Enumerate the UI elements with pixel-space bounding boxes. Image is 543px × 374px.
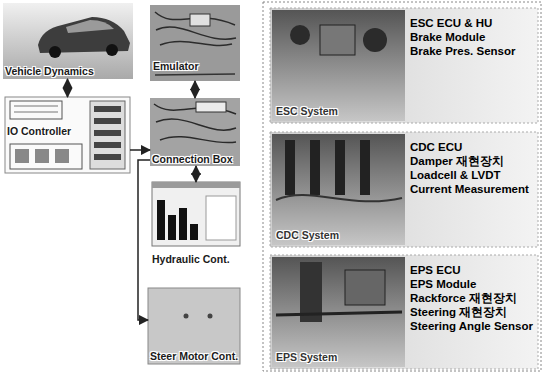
photo-part — [320, 25, 355, 55]
connector-arrow — [194, 81, 196, 98]
board-chip — [94, 142, 121, 148]
wire-bundle — [155, 12, 236, 45]
screen-gauge — [179, 208, 187, 240]
emulator-photo — [150, 5, 240, 81]
board-chip — [15, 149, 29, 163]
photo-part — [276, 312, 402, 315]
photo-part — [360, 140, 370, 195]
panel-item: CDC ECU — [410, 140, 534, 154]
connector-arrow — [138, 160, 150, 320]
photo-part — [335, 140, 345, 195]
photo-node: IO Controller — [5, 97, 130, 173]
car-wheel — [49, 46, 61, 58]
node-label: Connection Box — [152, 153, 233, 166]
panel-item: ESC ECU & HU — [410, 16, 534, 30]
board-chip — [94, 106, 121, 112]
car-photo — [3, 3, 133, 79]
panel-heading: CDC System — [276, 229, 339, 242]
panel-item: Steering Angle Sensor — [410, 319, 534, 333]
car-wheel — [106, 44, 118, 56]
connector-arrow — [130, 149, 150, 151]
steer-motor-photo — [148, 288, 240, 364]
item-list: CDC ECUDamper 재현장치Loadcell & LVDTCurrent… — [410, 140, 534, 196]
node-label: Emulator — [153, 60, 199, 73]
photo-part — [276, 195, 402, 201]
board-chip — [10, 144, 82, 169]
board-chip — [94, 154, 121, 160]
panel-item: Damper 재현장치 — [410, 154, 534, 168]
terminal-block — [196, 102, 226, 112]
panel-ground — [270, 132, 538, 247]
node-label: IO Controller — [7, 125, 71, 138]
board-chip — [55, 149, 69, 163]
connection-box-photo — [150, 98, 240, 166]
board-trace — [14, 112, 58, 113]
screen-panel — [206, 196, 236, 240]
emulator-board — [190, 14, 210, 26]
hydraulic-screen — [152, 182, 240, 246]
node-label: Vehicle Dynamics — [5, 65, 94, 78]
photo-ground — [272, 134, 405, 245]
board-chip — [94, 130, 121, 136]
panel-item: EPS ECU — [410, 263, 534, 277]
esc-panel — [270, 8, 538, 123]
case-screw — [208, 314, 213, 319]
system-panel: ESC System ESC ECU & HUBrake ModuleBrake … — [270, 8, 538, 123]
photo-part — [345, 270, 385, 305]
eps-panel — [270, 255, 538, 369]
car-window — [66, 20, 114, 33]
board-panel — [5, 97, 130, 173]
photo-node: Connection Box — [150, 98, 240, 166]
photo-node: Emulator — [150, 5, 240, 81]
screen-bar — [152, 182, 240, 188]
system-panel: CDC System CDC ECUDamper 재현장치Loadcell & L… — [270, 132, 538, 247]
connector-arrow — [195, 166, 197, 182]
photo-part — [290, 25, 310, 45]
panel-heading: EPS System — [276, 351, 337, 364]
photo-node: Hydraulic Cont. — [152, 182, 240, 266]
screen-gauge — [157, 200, 165, 240]
item-list: ESC ECU & HUBrake ModuleBrake Pres. Sens… — [410, 16, 534, 58]
photo-part — [285, 140, 295, 195]
photo-ground — [272, 10, 405, 121]
panel-item: Rackforce 재현장치 — [410, 291, 534, 305]
board-chip — [35, 149, 49, 163]
photo-ground — [150, 98, 240, 166]
panel-item: EPS Module — [410, 277, 534, 291]
panel-item: Brake Module — [410, 30, 534, 44]
board-strip — [90, 101, 125, 169]
item-list: EPS ECUEPS ModuleRackforce 재현장치Steering … — [410, 263, 534, 333]
photo-ground — [272, 257, 405, 367]
screen — [152, 182, 240, 246]
panel-heading: ESC System — [276, 105, 338, 118]
case-screw — [184, 314, 189, 319]
photo-part — [310, 140, 320, 195]
panel-item: Loadcell & LVDT — [410, 168, 534, 182]
io-board — [5, 97, 130, 173]
panel-item: Current Measurement — [410, 182, 534, 196]
screen-gauge — [168, 215, 176, 240]
board-chip — [10, 101, 62, 119]
photo-ground — [3, 3, 133, 79]
wire-bundle — [155, 74, 235, 75]
photo-ground — [150, 5, 240, 81]
panel-item: Brake Pres. Sensor — [410, 44, 534, 58]
photo-node: Vehicle Dynamics — [3, 3, 133, 79]
screen-gauge — [190, 224, 198, 240]
panel-ground — [270, 255, 538, 369]
board-chip — [94, 118, 121, 124]
photo-node: Steer Motor Cont. — [148, 288, 241, 364]
cdc-panel — [270, 132, 538, 247]
controller-case — [148, 288, 240, 364]
group-outline — [263, 2, 541, 371]
panel-ground — [270, 8, 538, 123]
connector-arrow — [67, 79, 69, 97]
panel-item: Steering 재현장치 — [410, 305, 534, 319]
photo-part — [363, 28, 387, 52]
node-label: Steer Motor Cont. — [150, 350, 238, 363]
board-trace — [14, 106, 58, 107]
system-panel: EPS System EPS ECUEPS ModuleRackforce 재현장… — [270, 255, 538, 369]
node-label: Hydraulic Cont. — [152, 253, 230, 266]
